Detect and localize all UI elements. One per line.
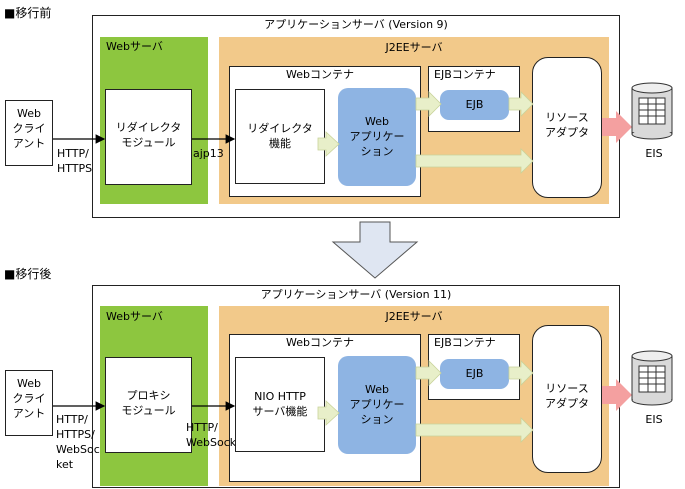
web-container-label-after: Webコンテナ: [286, 336, 354, 349]
ejb-before: EJB: [440, 90, 509, 120]
web-client-before: Web クライ アント: [5, 100, 53, 166]
down-arrow-icon: [331, 221, 419, 279]
app-server-title-before: アプリケーションサーバ (Version 9): [264, 18, 448, 31]
web-application-after: Web アプリケー ション: [338, 356, 416, 454]
redirector-module: リダイレクタ モジュール: [105, 89, 192, 185]
j2ee-server-label-before: J2EEサーバ: [385, 41, 443, 54]
webapp-to-adapter-arrow-before: [415, 148, 534, 174]
webapp-to-ejb-arrow-after: [415, 360, 442, 386]
proxy-module: プロキシ モジュール: [105, 357, 192, 453]
webapp-to-adapter-arrow-after: [415, 417, 534, 443]
after-heading: ■移行後: [4, 267, 52, 281]
function-to-webapp-arrow-after: [317, 400, 340, 426]
webapp-to-ejb-arrow-before: [415, 91, 442, 117]
ejb-to-adapter-arrow-after: [508, 360, 534, 386]
j2ee-server-label-after: J2EEサーバ: [385, 310, 443, 323]
eis-database-icon-before: [631, 82, 673, 140]
resource-adapter-before: リソース アダプタ: [532, 57, 602, 198]
nio-http-server-function: NIO HTTP サーバ機能: [235, 357, 325, 452]
eis-database-icon-after: [631, 350, 673, 406]
web-client-after: Web クライ アント: [5, 370, 53, 436]
ejb-container-label-before: EJBコンテナ: [434, 68, 496, 81]
app-server-title-after: アプリケーションサーバ (Version 11): [260, 288, 452, 301]
link-protocol-before: ajp13: [193, 147, 224, 160]
redirector-function: リダイレクタ 機能: [235, 89, 325, 184]
web-server-label-after: Webサーバ: [106, 310, 163, 323]
ejb-to-adapter-arrow-before: [508, 91, 534, 117]
web-server-label-before: Webサーバ: [106, 40, 163, 53]
link-protocol-after: HTTP/ WebSocket: [186, 421, 247, 449]
function-to-webapp-arrow-before-shape: [317, 131, 340, 157]
ejb-after: EJB: [440, 359, 509, 389]
client-protocol-before: HTTP/ HTTPS: [57, 147, 93, 175]
client-protocol-after: HTTP/ HTTPS/ WebSoc ket: [56, 413, 100, 471]
eis-label-after: EIS: [645, 413, 663, 426]
ejb-container-label-after: EJBコンテナ: [434, 336, 496, 349]
adapter-to-eis-arrow-after: [602, 379, 632, 411]
eis-label-before: EIS: [645, 147, 663, 160]
web-container-label-before: Webコンテナ: [286, 68, 354, 81]
before-heading: ■移行前: [4, 6, 52, 20]
web-application-before: Web アプリケー ション: [338, 88, 416, 186]
adapter-to-eis-arrow-before: [602, 111, 632, 143]
resource-adapter-after: リソース アダプタ: [532, 325, 602, 473]
